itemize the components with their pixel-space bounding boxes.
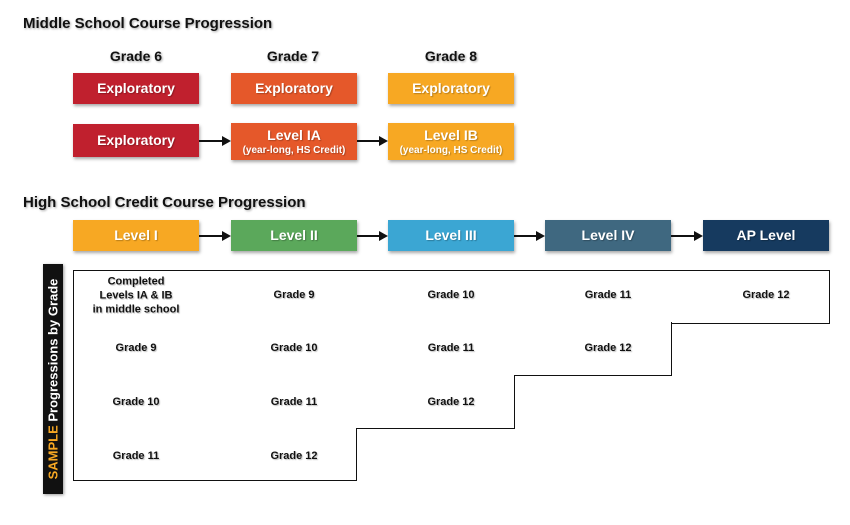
grade-header-6: Grade 6 <box>109 48 163 64</box>
completed-line-3: in middle school <box>92 302 180 315</box>
ms-row1-grade8-box: Exploratory <box>388 73 514 104</box>
arrow-right-icon <box>671 230 703 242</box>
progression-cell: Grade 11 <box>270 396 318 409</box>
progression-cell: Grade 9 <box>273 289 315 302</box>
box-label: Level II <box>270 227 318 244</box>
arrow-right-icon <box>357 135 388 147</box>
sample-label-text: Progressions by Grade <box>45 278 61 426</box>
grade-header-7: Grade 7 <box>266 48 320 64</box>
ms-row1-grade7-box: Exploratory <box>231 73 357 104</box>
progression-cell: Grade 10 <box>112 396 160 409</box>
progression-cell: Grade 12 <box>742 289 790 302</box>
ms-row1-grade6-box: Exploratory <box>73 73 199 104</box>
grade-header-8: Grade 8 <box>424 48 478 64</box>
hs-level-iv-box: Level IV <box>545 220 671 251</box>
hs-ap-level-box: AP Level <box>703 220 829 251</box>
progression-row-4 <box>73 428 357 481</box>
hs-level-ii-box: Level II <box>231 220 357 251</box>
progression-cell: Grade 12 <box>270 450 318 463</box>
sample-label-accent: SAMPLE <box>45 425 61 480</box>
progression-cell: Grade 11 <box>112 450 160 463</box>
box-label: Exploratory <box>255 80 333 97</box>
completed-line-1: Completed <box>107 275 165 288</box>
progression-cell: Grade 11 <box>584 289 632 302</box>
hs-level-iii-box: Level III <box>388 220 514 251</box>
progression-cell: Grade 9 <box>115 342 157 355</box>
box-sublabel: (year-long, HS Credit) <box>399 144 503 156</box>
progression-cell: Grade 12 <box>584 342 632 355</box>
progression-cell: Grade 12 <box>427 396 475 409</box>
arrow-right-icon <box>199 230 231 242</box>
progression-row-3 <box>73 375 515 429</box>
progression-cell: Completed Levels IA & IB in middle schoo… <box>73 275 199 316</box>
box-label: Exploratory <box>97 80 175 97</box>
progression-row-1 <box>73 270 830 324</box>
box-label: Level I <box>114 227 158 244</box>
ms-level-ib-box: Level IB (year-long, HS Credit) <box>388 123 514 160</box>
box-label: AP Level <box>736 227 796 244</box>
box-label: Level IV <box>581 227 635 244</box>
ms-level-ia-box: Level IA (year-long, HS Credit) <box>231 123 357 160</box>
box-label: Level III <box>425 227 477 244</box>
arrow-right-icon <box>357 230 388 242</box>
hs-level-i-box: Level I <box>73 220 199 251</box>
ms-row2-grade6-box: Exploratory <box>73 124 199 157</box>
progression-cell: Grade 10 <box>427 289 475 302</box>
completed-line-2: Levels IA & IB <box>99 289 173 302</box>
box-label: Exploratory <box>97 132 175 149</box>
box-label: Level IA <box>267 126 321 143</box>
progression-cell: Grade 10 <box>270 342 318 355</box>
high-school-heading: High School Credit Course Progression <box>23 194 306 211</box>
progression-row-2 <box>73 322 672 376</box>
box-sublabel: (year-long, HS Credit) <box>242 144 346 156</box>
progression-cell: Grade 11 <box>427 342 475 355</box>
arrow-right-icon <box>199 135 231 147</box>
box-label: Exploratory <box>412 80 490 97</box>
middle-school-heading: Middle School Course Progression <box>23 15 273 32</box>
arrow-right-icon <box>514 230 545 242</box>
box-label: Level IB <box>424 126 478 143</box>
sample-progressions-label: SAMPLE Progressions by Grade <box>43 264 63 494</box>
